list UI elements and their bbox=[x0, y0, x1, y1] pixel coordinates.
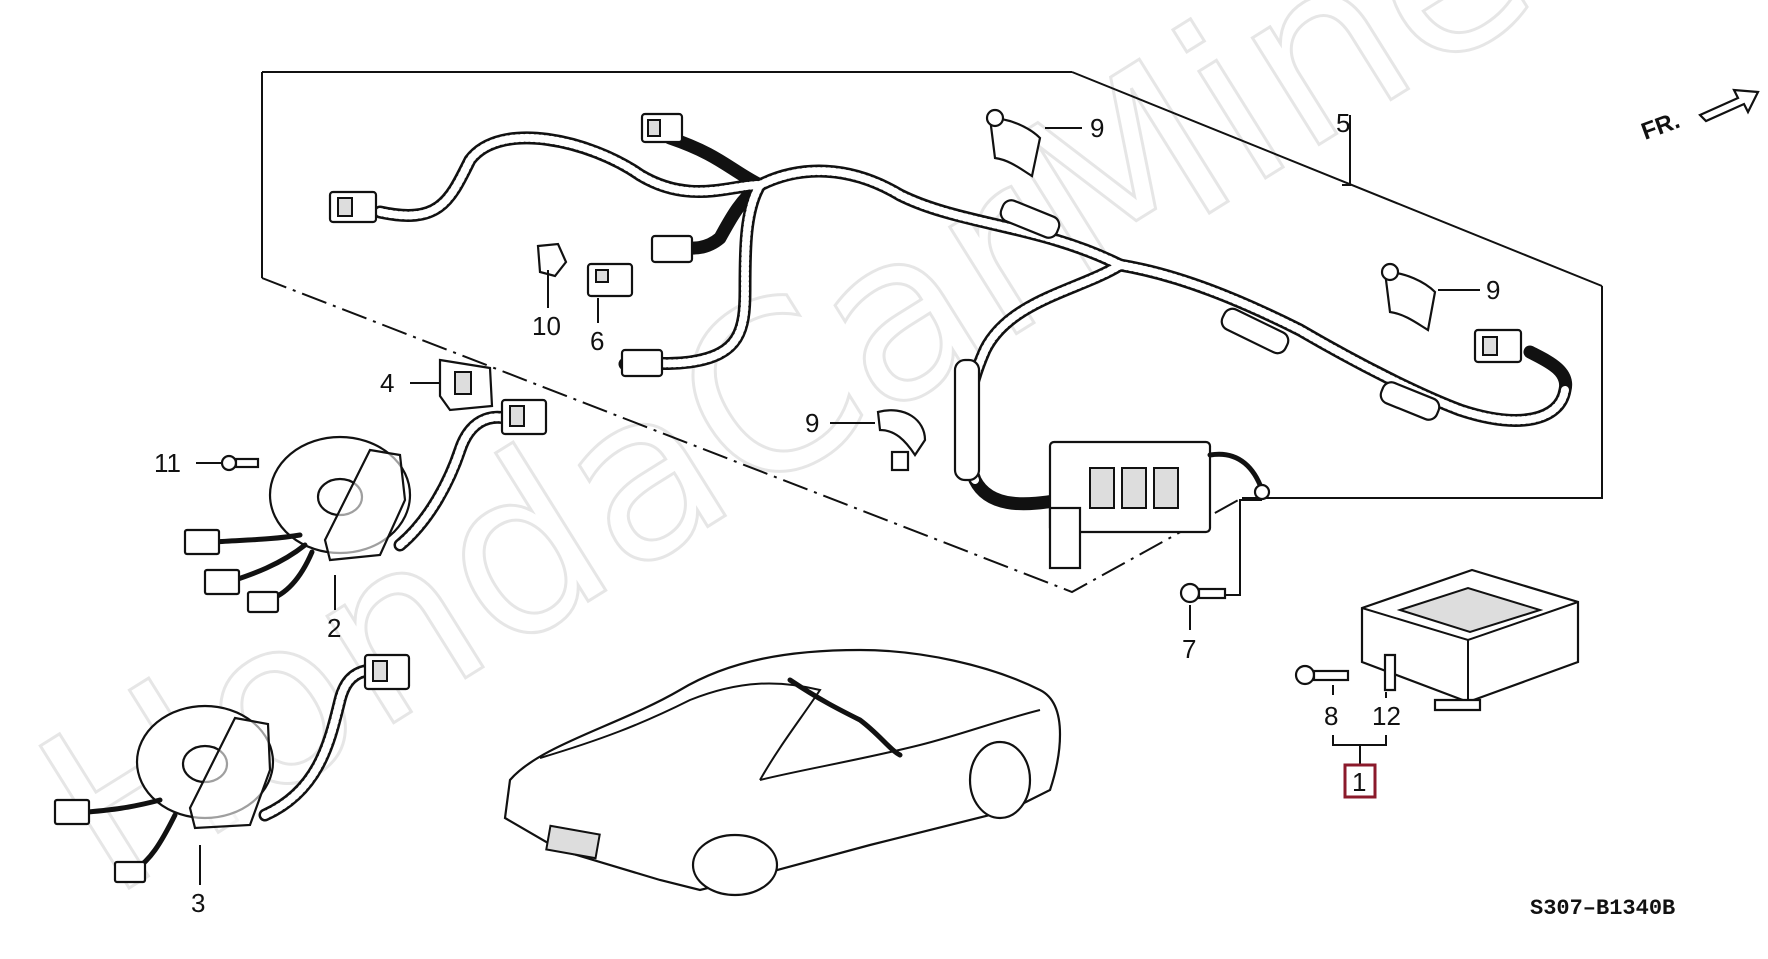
callout-9-top: 9 bbox=[1090, 113, 1104, 143]
srs-unit bbox=[1360, 568, 1580, 712]
callout-1-box bbox=[1343, 763, 1377, 799]
callout-11: 11 bbox=[154, 448, 181, 478]
callout-3: 3 bbox=[191, 888, 205, 918]
callout-12: 12 bbox=[1372, 701, 1401, 731]
callout-9-right: 9 bbox=[1486, 275, 1500, 305]
callout-1[interactable]: 1 bbox=[1352, 767, 1366, 797]
bracket-part-4 bbox=[438, 358, 494, 412]
callout-10: 10 bbox=[532, 311, 561, 341]
cable-reel-part-2 bbox=[183, 398, 548, 614]
callout-7: 7 bbox=[1182, 634, 1196, 664]
car-illustration bbox=[503, 648, 1062, 897]
callout-8: 8 bbox=[1324, 701, 1338, 731]
harness-clip-right bbox=[1380, 262, 1437, 332]
screw-part-11 bbox=[220, 454, 260, 472]
short-connector-part-6 bbox=[586, 262, 634, 298]
callout-labels: 5 9 9 9 10 6 4 11 2 3 7 8 12 1 bbox=[154, 108, 1500, 918]
front-direction-arrow: FR. bbox=[1638, 88, 1760, 146]
srs-unit-connector bbox=[1048, 440, 1271, 570]
bolt-part-7 bbox=[1179, 582, 1227, 604]
callout-2: 2 bbox=[327, 613, 341, 643]
harness-clip-center bbox=[876, 409, 927, 472]
srs-main-harness bbox=[328, 112, 1573, 570]
bolt-part-8 bbox=[1294, 664, 1350, 686]
cable-reel-part-3 bbox=[53, 653, 411, 884]
front-direction-label: FR. bbox=[1638, 107, 1684, 146]
callout-5: 5 bbox=[1336, 108, 1350, 138]
callout-4: 4 bbox=[380, 368, 394, 398]
callout-6: 6 bbox=[590, 326, 604, 356]
callout-9-center: 9 bbox=[805, 408, 819, 438]
harness-clip-top bbox=[985, 108, 1042, 178]
diagram-code: S307–B1340B bbox=[1530, 896, 1675, 921]
clip-part-10 bbox=[536, 242, 568, 278]
leader-lines bbox=[196, 115, 1480, 885]
